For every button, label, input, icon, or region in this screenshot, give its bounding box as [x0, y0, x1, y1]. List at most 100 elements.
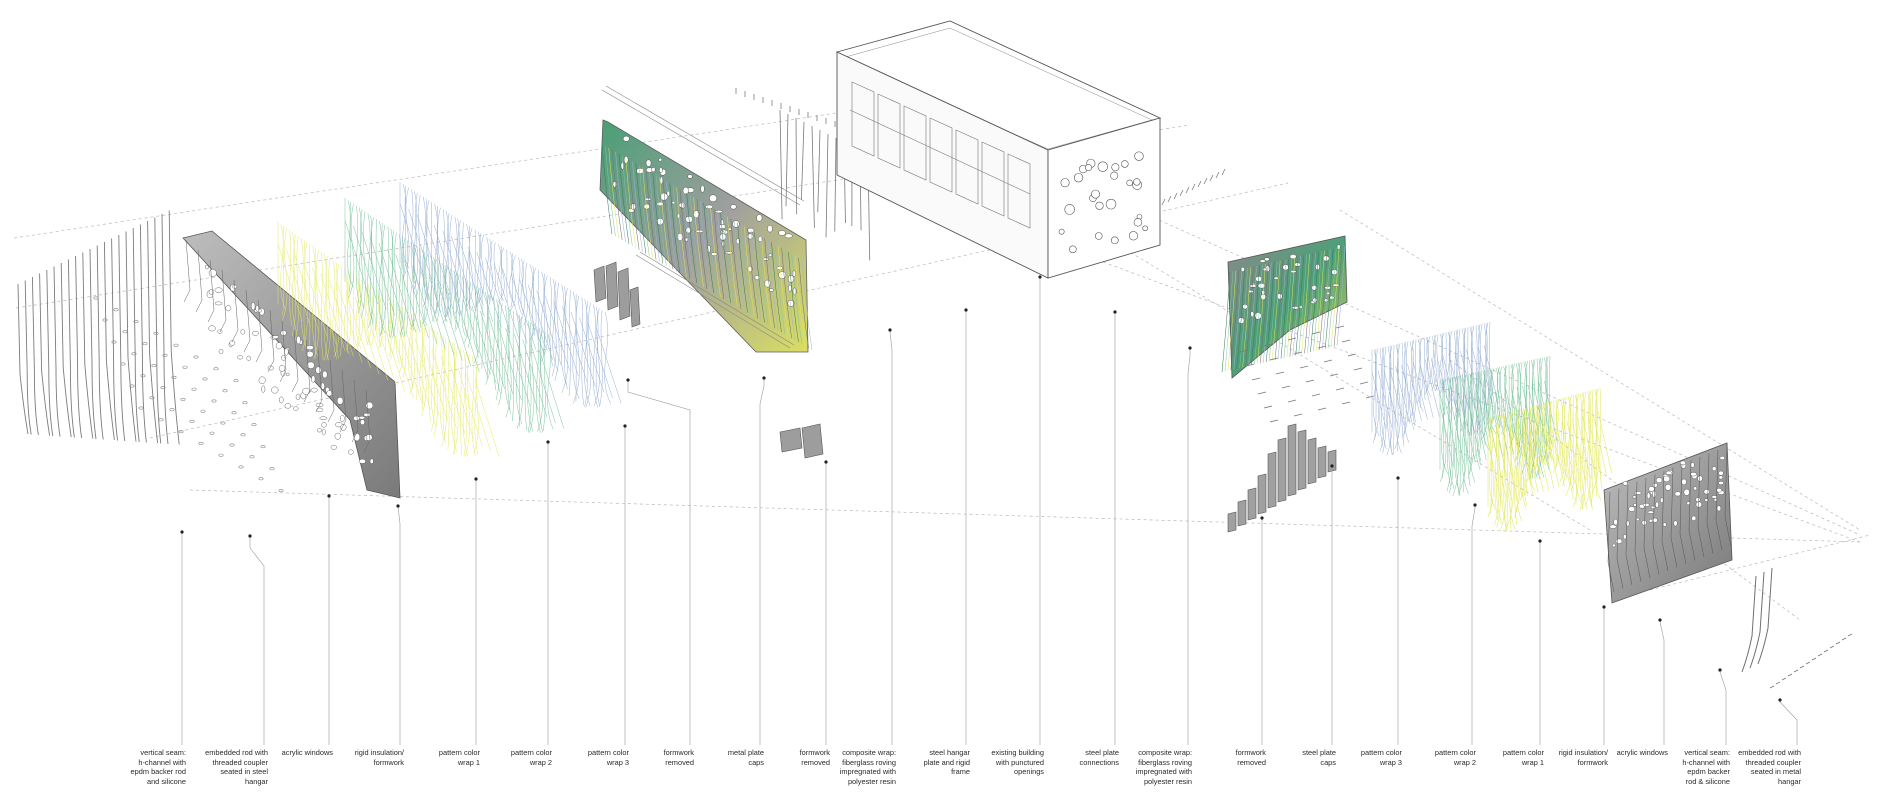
leader-line: [759, 378, 765, 745]
callout-line: seated in steel: [220, 767, 268, 777]
metal-plate-caps-strips: [601, 85, 805, 349]
callout-line: plate and rigid: [923, 757, 970, 767]
callout-line: composite wrap:: [1138, 748, 1192, 757]
leader-line: [249, 536, 265, 745]
leader-line: [627, 380, 691, 745]
leader-dot: [180, 530, 184, 534]
callout-line: wrap 2: [1453, 757, 1476, 767]
pattern-wrap-2-left: [344, 197, 565, 433]
callout-line: removed: [665, 757, 694, 767]
leader-dot: [1602, 605, 1606, 609]
pattern-wrap-3-left: [399, 182, 622, 408]
leader-dot: [626, 378, 630, 382]
leader-dot: [1778, 698, 1782, 702]
callout-line: wrap 2: [529, 757, 552, 767]
callout-leader-lines: [181, 277, 1798, 745]
embedded-rod-dots-left: [93, 296, 284, 493]
callout-rigid-insulation-right: rigid insulation/formwork: [1512, 748, 1608, 767]
leader-dot: [623, 424, 627, 428]
steel-plate-caps-right: [1239, 325, 1375, 423]
callout-line: impregnated with: [1135, 767, 1192, 777]
callout-line: vertical seam:: [140, 748, 186, 757]
callout-rigid-insulation-left: rigid insulation/formwork: [308, 748, 404, 767]
callout-line: epdm backer: [1687, 767, 1730, 777]
callout-line: threaded coupler: [1745, 757, 1801, 767]
leader-dot: [248, 534, 252, 538]
leader-line: [1471, 505, 1476, 745]
callout-line: rod & silicone: [1685, 776, 1730, 786]
leader-dot: [1718, 668, 1722, 672]
callout-line: epdm backer rod: [130, 767, 186, 777]
leader-dot: [1260, 516, 1264, 520]
callout-line: h-channel with: [1682, 757, 1730, 767]
callout-line: seated in metal: [1750, 767, 1801, 777]
callout-line: h-channel with: [138, 757, 186, 767]
leader-dot: [824, 460, 828, 464]
callout-line: and silicone: [146, 776, 186, 786]
callout-line: caps: [1320, 757, 1336, 767]
callout-line: acrylic windows: [1616, 748, 1668, 757]
leader-dot: [1473, 503, 1477, 507]
callout-line: metal plate: [727, 748, 764, 757]
gray-perforated-panel-right: [1603, 442, 1733, 604]
callout-line: vertical seam:: [1684, 748, 1730, 757]
leader-dot: [474, 477, 478, 481]
callout-line: polyester resin: [847, 776, 896, 786]
callout-line: wrap 1: [1521, 757, 1544, 767]
callout-line: formwork: [799, 748, 830, 757]
callout-line: rigid insulation/: [1558, 748, 1608, 757]
callout-line: wrap 3: [606, 757, 629, 767]
callout-line: removed: [801, 757, 830, 767]
callout-line: steel plate: [1085, 748, 1119, 757]
leader-dot: [327, 494, 331, 498]
callout-line: caps: [748, 757, 764, 767]
existing-building: [835, 20, 1162, 279]
callout-line: polyester resin: [1143, 776, 1192, 786]
vertical-seams-left: [17, 210, 180, 445]
leader-dot: [1330, 464, 1334, 468]
callout-acrylic-windows-left: acrylic windows: [237, 748, 333, 758]
callout-line: with punctured: [995, 757, 1044, 767]
callout-line: connections: [1079, 757, 1119, 767]
callout-line: formwork: [1235, 748, 1266, 757]
formwork-pieces-left: [593, 261, 824, 459]
callout-line: composite wrap:: [842, 748, 896, 757]
leader-dot: [1396, 476, 1400, 480]
callout-line: formwork: [663, 748, 694, 757]
callout-line: formwork: [373, 757, 404, 767]
callout-line: formwork: [1577, 757, 1608, 767]
leader-line: [1779, 700, 1798, 745]
leader-dot: [964, 308, 968, 312]
leader-dot: [1038, 275, 1042, 279]
leader-line: [397, 505, 401, 745]
gray-perforated-panel-left: [182, 230, 401, 499]
callout-line: embedded rod with: [205, 748, 268, 757]
composite-wrap-panel-right: [1221, 235, 1348, 379]
pattern-wrap-1-left: [277, 222, 500, 458]
leader-dot: [762, 376, 766, 380]
leader-dot: [1188, 346, 1192, 350]
vertical-seams-right: [1741, 567, 1853, 689]
callout-leader-dots: [180, 275, 1782, 702]
callout-line: pattern color: [438, 748, 480, 757]
callout-line: steel plate: [1302, 748, 1336, 757]
callout-line: impregnated with: [839, 767, 896, 777]
callout-line: openings: [1014, 767, 1044, 777]
formwork-bars-right: [1227, 423, 1337, 533]
callout-line: pattern color: [587, 748, 629, 757]
